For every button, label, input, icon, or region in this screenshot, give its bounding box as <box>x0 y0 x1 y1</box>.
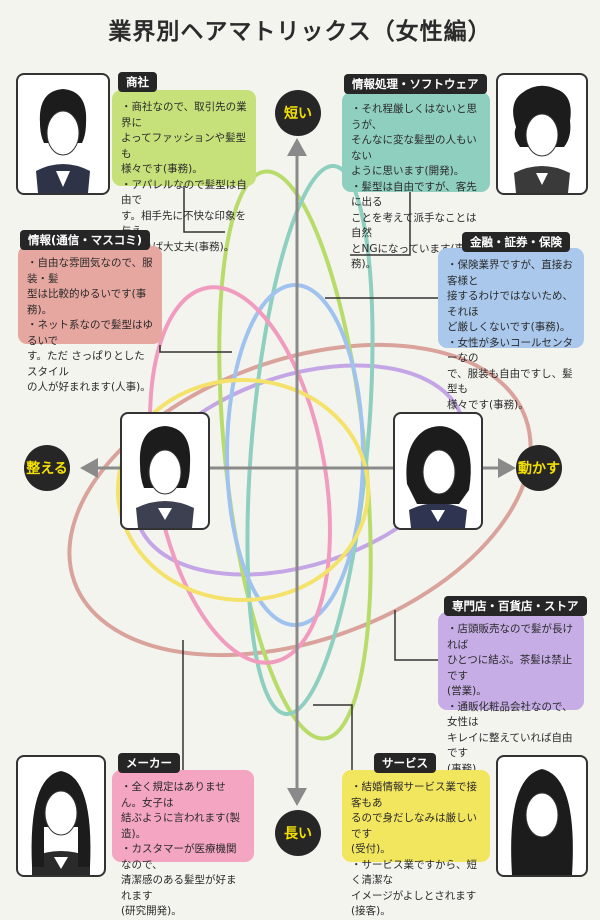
ellipse-service <box>116 378 370 602</box>
card-joho: ・それ程厳しくはないと思うが、 そんなに変な髪型の人もいない ように思います(開… <box>342 92 490 270</box>
ellipse-media <box>67 342 533 658</box>
axis-label-tidy: 整える <box>24 445 70 491</box>
portrait-long-wavy-hair-icon <box>511 769 573 875</box>
card-media: ・自由な雰囲気なので、服装・髪 型は比較的ゆるいです(事務)。 ・ネット系なので… <box>18 246 162 393</box>
card-line: ・保険業界ですが、直接お客様と <box>447 259 573 287</box>
card-line: ・女性が多いコールセンターなの <box>447 336 573 365</box>
card-shosha: ・商社なので、取引先の業界に よってファッションや髪型も 様々です(事務)。 ・… <box>112 90 256 253</box>
page-title: 業界別ヘアマトリックス（女性編） <box>108 19 492 45</box>
portrait-left <box>120 412 210 530</box>
connector-shosha <box>183 185 225 233</box>
tag-service: サービス <box>374 753 436 773</box>
card-line: 様々です(事務)。 <box>447 398 529 411</box>
axis-label-long: 長い <box>275 810 321 856</box>
axis-label-short: 短い <box>275 90 321 136</box>
portrait-layered-hair-icon <box>406 426 471 528</box>
card-line: るので身だしなみは厳しいです <box>351 812 477 840</box>
portrait-bob-hair-icon <box>136 426 194 528</box>
card-line: 結ぶように言われます(製造)。 <box>121 812 241 840</box>
card-line: ・サービス業ですから、短く清潔な <box>351 858 477 887</box>
card-line: ・それ程厳しくはないと思うが、 <box>351 103 477 131</box>
card-line: ように思います(開発)。 <box>351 165 465 177</box>
portrait-short-hair-icon <box>36 89 90 193</box>
card-line: ひとつに結ぶ。茶髪は禁止です <box>447 654 573 682</box>
tag-joho: 情報処理・ソフトウェア <box>344 74 487 94</box>
arrow-left-icon <box>80 458 98 478</box>
arrow-up-icon <box>287 138 307 156</box>
ellipse-joho <box>245 163 375 717</box>
tag-kinyu: 金融・証券・保険 <box>462 232 570 252</box>
card-line: 様々です(事務)。 <box>121 163 203 175</box>
connector-service <box>313 704 353 770</box>
card-line: ・カスタマーが医療機関なので、 <box>121 843 237 871</box>
tag-maker: メーカー <box>118 753 180 773</box>
portrait-maker <box>16 755 106 877</box>
card-line: ・店頭販売なので髪が長ければ <box>447 623 573 651</box>
card-line: ・ネット系なので髪型はゆるいで <box>27 319 153 347</box>
card-line: ・自由な雰囲気なので、服装・髪 <box>27 257 153 285</box>
portrait-joho <box>496 73 588 195</box>
tag-media: 情報(通信・マスコミ) <box>20 230 151 250</box>
card-line: 接するわけではないため、それほ <box>447 290 573 318</box>
connector-media <box>159 345 232 353</box>
card-line: 型は比較的ゆるいです(事務)。 <box>27 288 147 316</box>
card-line: ・結婚情報サービス業で接客もあ <box>351 781 477 809</box>
card-line: ・全く規定はありません。女子は <box>121 781 226 809</box>
tag-senmon: 専門店・百貨店・ストア <box>444 596 587 616</box>
card-line: そんなに変な髪型の人もいない <box>351 134 477 162</box>
arrow-right-icon <box>498 458 516 478</box>
connector-joho <box>350 192 411 256</box>
card-senmon: ・店頭販売なので髪が長ければ ひとつに結ぶ。茶髪は禁止です (営業)。 ・通販化… <box>438 612 584 775</box>
portrait-right <box>393 412 483 530</box>
card-line: ことを考えて派手なことは自然 <box>351 211 477 240</box>
card-line: で、服装も自由ですし、髪型も <box>447 367 573 396</box>
card-line: の人が好まれます(人事)。 <box>27 381 151 393</box>
ellipse-kinyu <box>225 283 365 627</box>
card-line: ・髪型は自由ですが、客先に出る <box>351 180 477 209</box>
card-line: イメージがよしとされます(接客)。 <box>351 889 477 918</box>
card-maker: ・全く規定はありません。女子は 結ぶように言われます(製造)。 ・カスタマーが医… <box>112 770 254 917</box>
card-line: (受付)。 <box>351 843 391 855</box>
arrow-down-icon <box>287 788 307 806</box>
card-line: (営業)。 <box>447 685 487 697</box>
card-line: (研究開発)。 <box>121 905 182 917</box>
card-line: す。ただ さっぱりとしたスタイル <box>27 350 145 378</box>
card-line: よってファッションや髪型も <box>121 132 247 160</box>
card-line: キレイに整えていれば自由です <box>447 731 573 760</box>
card-line: ・アパレルなので髪型は自由で <box>121 178 247 207</box>
card-line: 清潔感のある髪型が好まれます <box>121 874 237 902</box>
portrait-long-straight-hair-icon <box>31 771 91 875</box>
card-line: ・商社なので、取引先の業界に <box>121 101 247 129</box>
portrait-service <box>496 755 588 877</box>
axis-label-move: 動かす <box>516 445 562 491</box>
connector-senmon <box>394 610 438 661</box>
card-kinyu: ・保険業界ですが、直接お客様と 接するわけではないため、それほ ど厳しくないです… <box>438 248 584 411</box>
card-line: ・通販化粧品会社なので、女性は <box>447 700 573 729</box>
portrait-shosha <box>16 73 110 195</box>
card-line: とNGになっています(事務)。 <box>351 242 466 271</box>
tag-shosha: 商社 <box>118 72 157 92</box>
card-line: ど厳しくないです(事務)。 <box>447 321 571 333</box>
card-service: ・結婚情報サービス業で接客もあ るので身だしなみは厳しいです (受付)。 ・サー… <box>342 770 490 917</box>
portrait-wavy-short-hair-icon <box>513 85 571 193</box>
